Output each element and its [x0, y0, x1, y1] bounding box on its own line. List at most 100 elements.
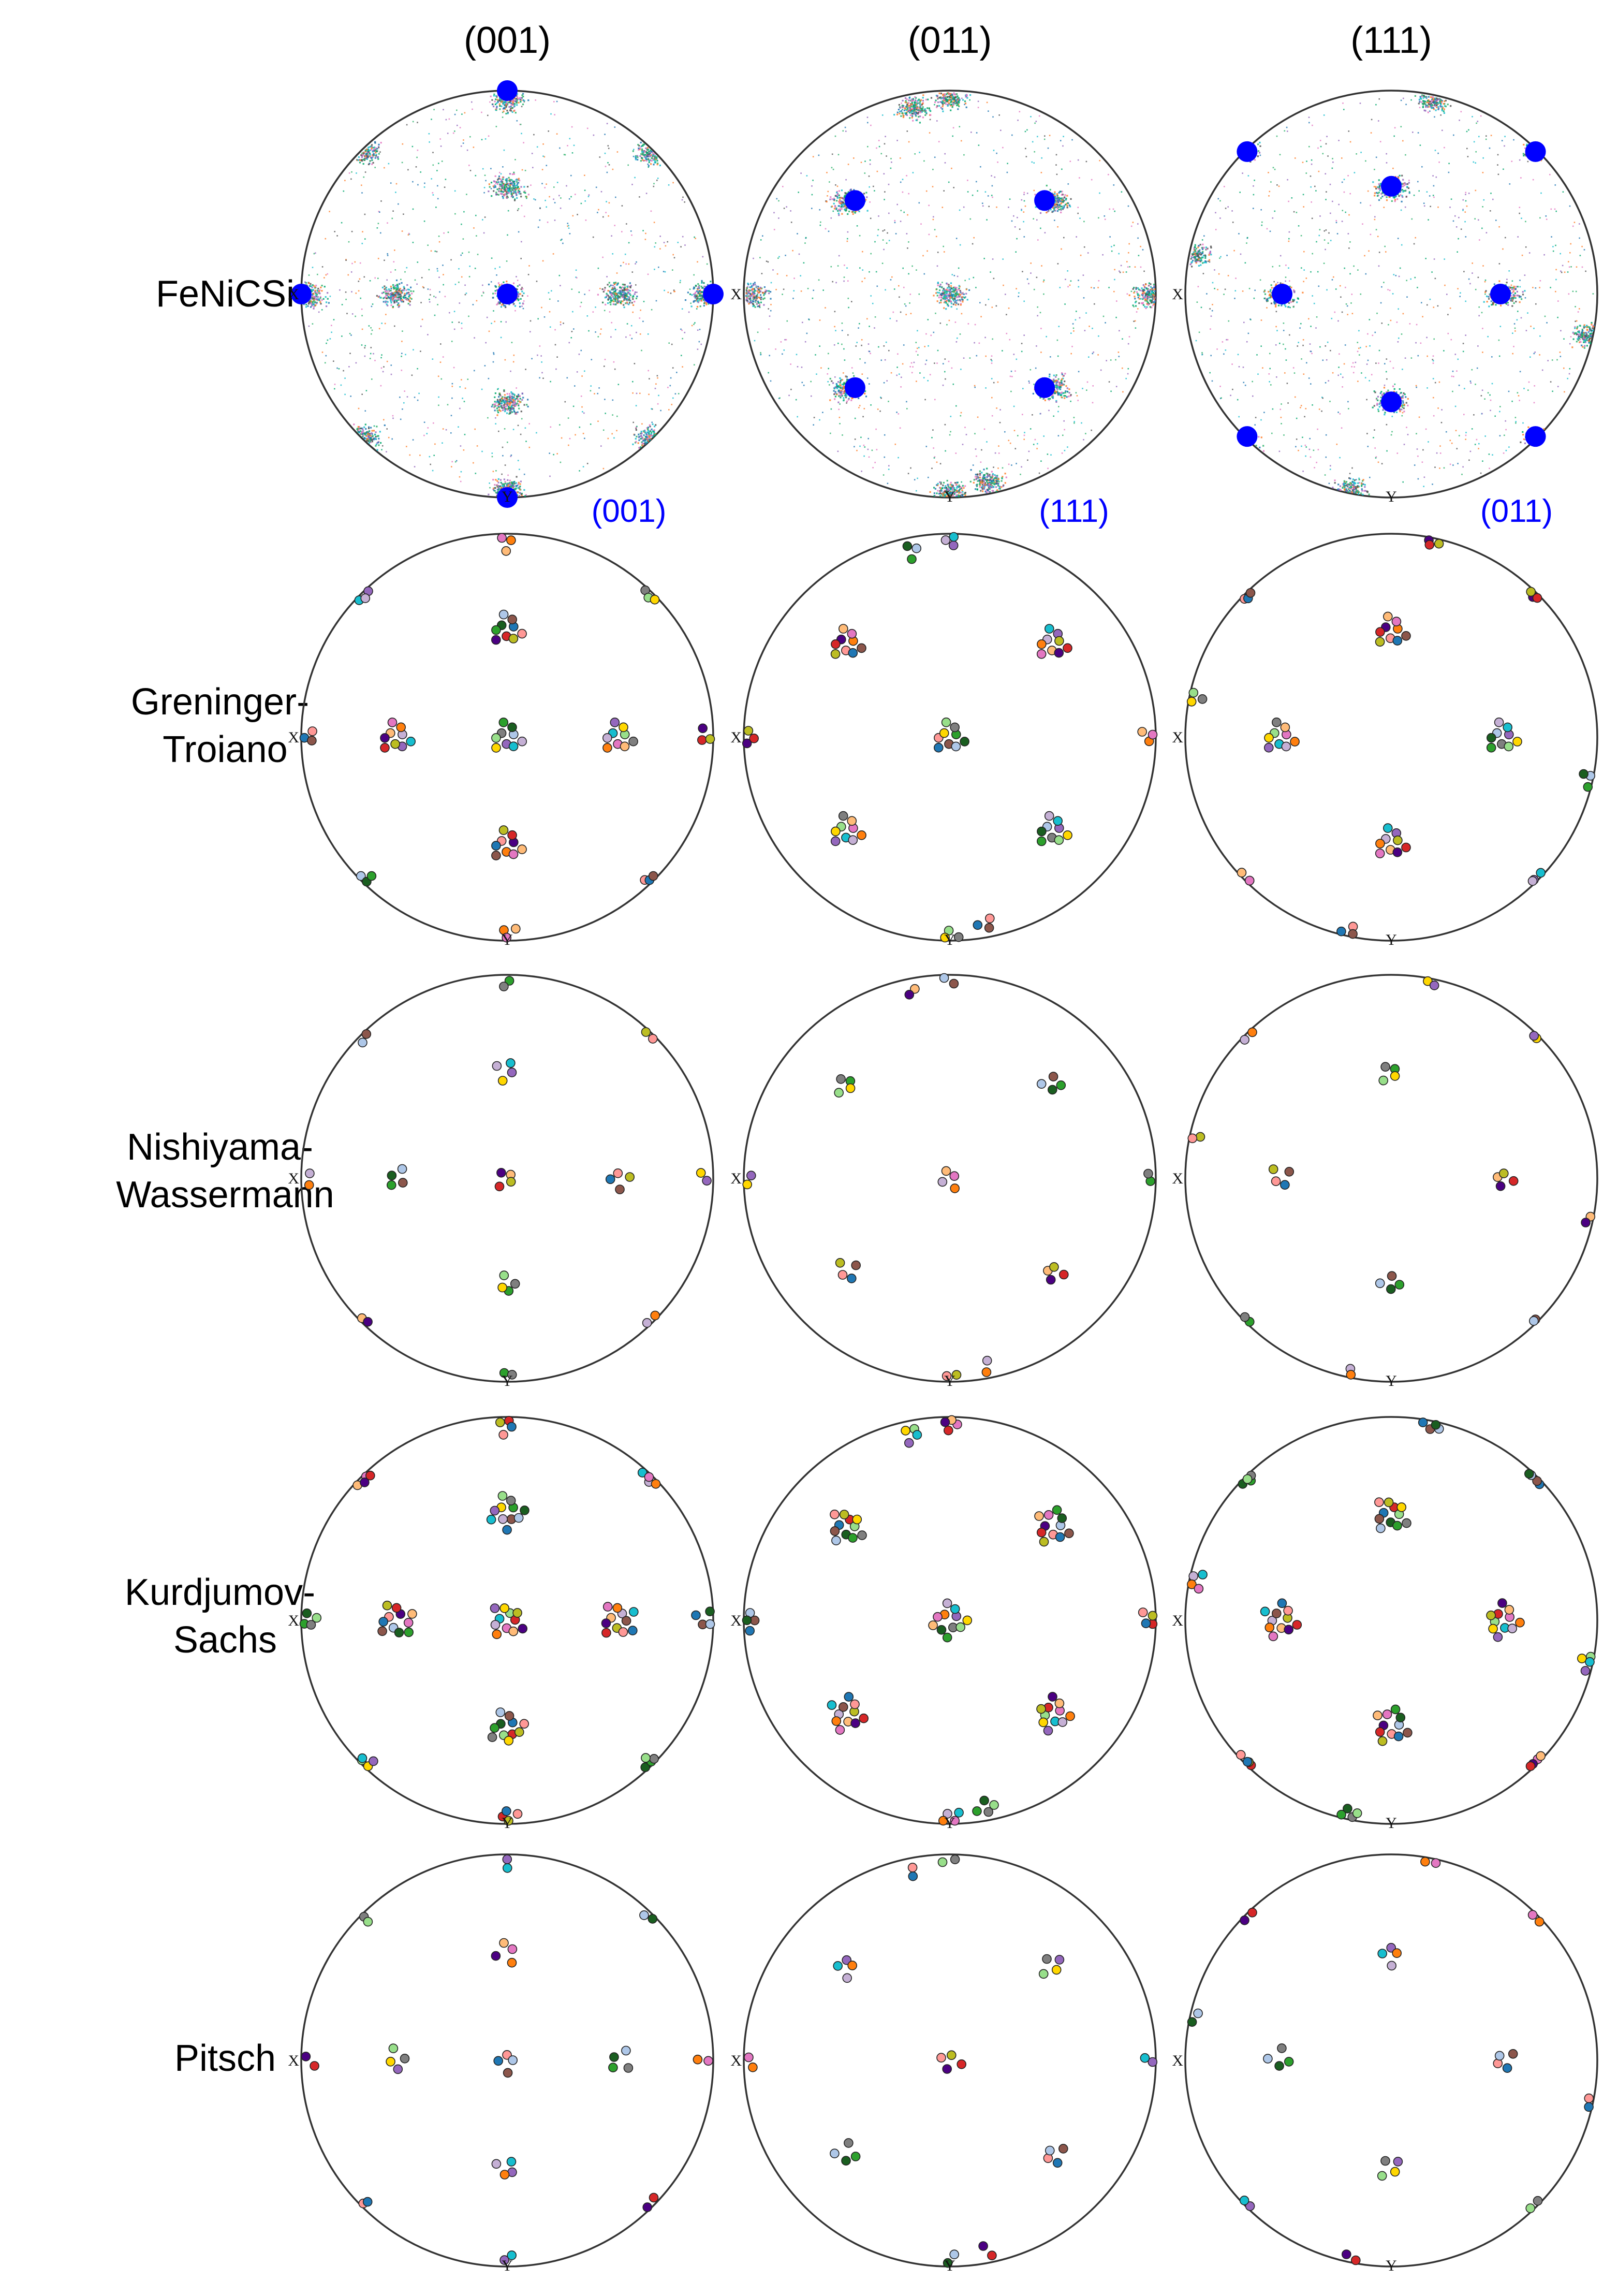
measured-orientation-point [408, 289, 410, 291]
measured-orientation-point [379, 431, 381, 433]
measured-orientation-point [520, 480, 522, 482]
measured-orientation-point [950, 96, 952, 98]
measured-orientation-point [639, 196, 640, 198]
measured-orientation-point [510, 370, 511, 372]
measured-orientation-point [333, 319, 335, 320]
measured-orientation-point [326, 305, 328, 308]
measured-orientation-point [841, 213, 843, 215]
measured-orientation-point [1054, 195, 1056, 197]
measured-orientation-point [611, 235, 612, 237]
measured-orientation-point [451, 466, 452, 467]
measured-orientation-point [514, 185, 517, 187]
measured-orientation-point [399, 288, 401, 290]
measured-orientation-point [374, 141, 376, 143]
measured-orientation-point [514, 103, 516, 105]
measured-orientation-point [560, 321, 562, 323]
measured-orientation-point [371, 329, 373, 331]
measured-orientation-point [1151, 289, 1153, 291]
measured-orientation-point [962, 485, 964, 487]
measured-orientation-point [616, 151, 619, 153]
measured-orientation-point [499, 401, 501, 403]
measured-orientation-point [501, 402, 503, 404]
measured-orientation-point [651, 408, 653, 410]
measured-orientation-point [493, 93, 495, 95]
measured-orientation-point [460, 445, 462, 447]
measured-orientation-point [955, 292, 957, 294]
measured-orientation-point [524, 100, 525, 101]
measured-orientation-point [604, 365, 605, 367]
measured-orientation-point [556, 453, 558, 455]
measured-orientation-point [371, 149, 373, 151]
measured-orientation-point [614, 299, 616, 301]
measured-orientation-point [949, 98, 951, 101]
measured-orientation-point [499, 193, 502, 195]
measured-orientation-point [697, 348, 699, 350]
measured-orientation-point [483, 187, 486, 188]
measured-orientation-point [525, 369, 526, 370]
measured-orientation-point [359, 262, 361, 264]
measured-orientation-point [490, 281, 492, 283]
measured-orientation-point [517, 183, 519, 185]
measured-orientation-point [436, 251, 438, 253]
measured-orientation-point [507, 196, 509, 198]
measured-orientation-point [947, 100, 949, 102]
measured-orientation-point [938, 105, 940, 107]
measured-orientation-point [361, 152, 363, 154]
measured-orientation-point [650, 430, 652, 432]
measured-orientation-point [496, 181, 498, 183]
measured-orientation-point [760, 296, 762, 299]
measured-orientation-point [639, 392, 641, 394]
measured-orientation-point [942, 94, 944, 96]
measured-orientation-point [610, 299, 612, 301]
measured-orientation-point [520, 298, 522, 300]
measured-orientation-point [616, 415, 618, 417]
measured-orientation-point [853, 189, 855, 191]
measured-orientation-point [517, 186, 519, 188]
measured-orientation-point [634, 434, 636, 436]
measured-orientation-point [454, 113, 456, 115]
measured-orientation-point [348, 366, 350, 368]
measured-orientation-point [501, 193, 503, 195]
measured-orientation-point [476, 300, 478, 302]
measured-orientation-point [356, 172, 357, 174]
measured-orientation-point [640, 446, 642, 448]
measured-orientation-point [679, 282, 681, 283]
measured-orientation-point [377, 158, 379, 160]
measured-orientation-point [422, 286, 424, 288]
measured-orientation-point [611, 296, 613, 298]
measured-orientation-point [366, 150, 369, 152]
measured-orientation-point [510, 179, 512, 181]
measured-orientation-point [643, 434, 645, 436]
measured-orientation-point [506, 399, 508, 401]
measured-orientation-point [1135, 301, 1137, 303]
measured-orientation-point [749, 298, 751, 300]
measured-orientation-point [639, 317, 641, 319]
measured-orientation-point [1055, 376, 1057, 378]
measured-orientation-point [571, 331, 573, 332]
measured-orientation-point [698, 286, 700, 288]
measured-orientation-point [516, 396, 518, 398]
measured-orientation-point [494, 285, 496, 287]
measured-orientation-point [400, 295, 402, 297]
measured-orientation-point [482, 168, 484, 170]
measured-orientation-point [517, 191, 519, 193]
measured-orientation-point [660, 410, 661, 412]
measured-orientation-point [611, 288, 614, 290]
measured-orientation-point [363, 176, 365, 178]
measured-orientation-point [386, 290, 388, 292]
measured-orientation-point [468, 251, 470, 253]
measured-orientation-point [490, 95, 492, 97]
measured-orientation-point [515, 179, 517, 181]
measured-orientation-point [382, 371, 384, 373]
measured-orientation-point [637, 442, 639, 444]
measured-orientation-point [485, 342, 487, 344]
measured-orientation-point [699, 294, 701, 296]
measured-orientation-point [379, 211, 380, 213]
measured-orientation-point [365, 153, 367, 155]
measured-orientation-point [746, 290, 748, 292]
measured-orientation-point [508, 106, 510, 108]
measured-orientation-point [641, 432, 643, 434]
measured-orientation-point [640, 431, 642, 433]
measured-orientation-point [695, 294, 697, 296]
measured-orientation-point [619, 286, 621, 288]
